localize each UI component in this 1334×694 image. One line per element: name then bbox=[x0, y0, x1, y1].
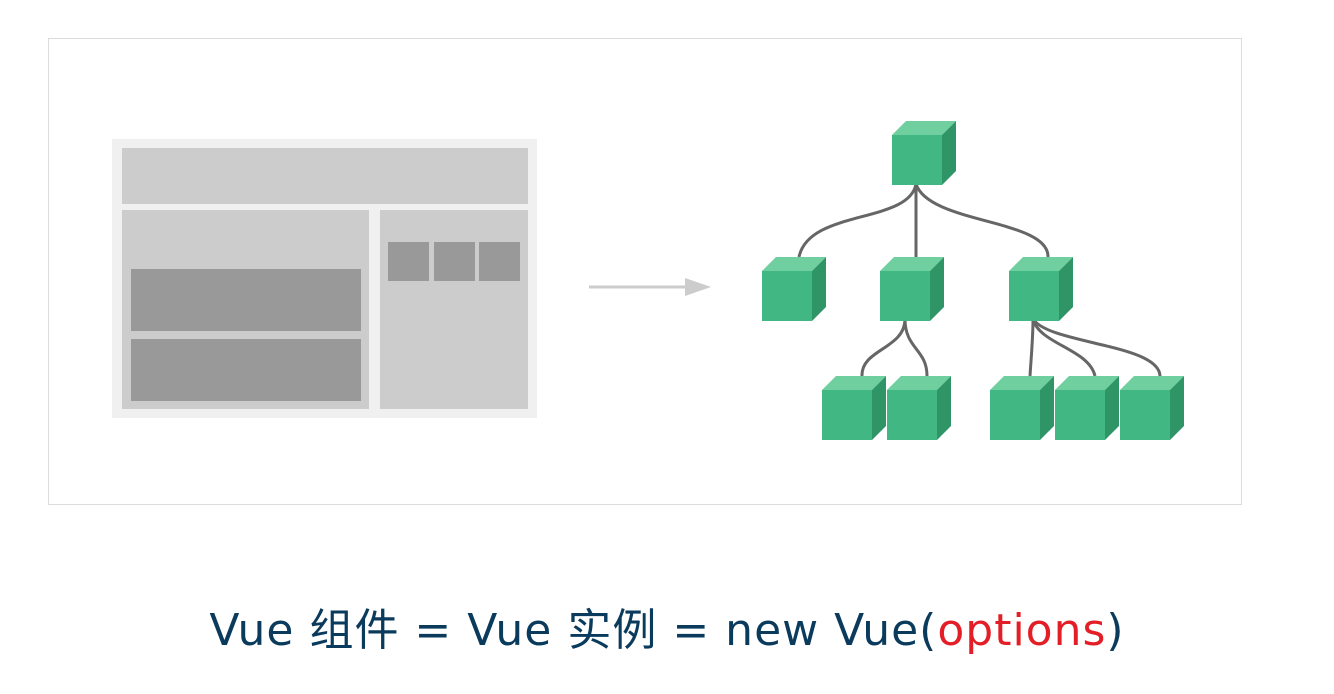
wireframe-sidebar-item-1 bbox=[388, 242, 429, 281]
connector-right-child-3 bbox=[1031, 318, 1162, 377]
cube-icon bbox=[887, 376, 951, 440]
tree-connectors bbox=[797, 183, 1162, 377]
wireframe-main-block-2 bbox=[131, 339, 361, 401]
right-arrow-icon bbox=[589, 278, 711, 296]
page-wireframe bbox=[112, 139, 537, 418]
component-diagram bbox=[48, 38, 1242, 505]
formula-caption: Vue 组件 = Vue 实例 = new Vue(options) bbox=[0, 594, 1334, 658]
cube-icon bbox=[1009, 257, 1073, 321]
connector-middle-child-2 bbox=[903, 318, 929, 377]
formula-suffix: ) bbox=[1106, 605, 1125, 656]
cube-icon bbox=[762, 257, 826, 321]
wireframe-sidebar bbox=[380, 210, 528, 409]
connector-right-child-1 bbox=[1028, 318, 1035, 377]
connector-right-child-2 bbox=[1031, 318, 1097, 377]
cube-icon bbox=[1120, 376, 1184, 440]
formula-highlight: options bbox=[937, 605, 1107, 656]
wireframe-sidebar-item-2 bbox=[434, 242, 475, 281]
connector-root-left bbox=[797, 183, 918, 258]
formula-prefix: Vue 组件 = Vue 实例 = new Vue( bbox=[209, 605, 938, 656]
cube-icon bbox=[880, 257, 944, 321]
cube-icon bbox=[990, 376, 1054, 440]
cube-icon bbox=[892, 121, 956, 185]
tree-cubes bbox=[762, 121, 1184, 440]
connector-root-right bbox=[914, 183, 1050, 258]
cube-icon bbox=[822, 376, 886, 440]
connector-middle-child-1 bbox=[860, 318, 907, 377]
wireframe-main-block-1 bbox=[131, 269, 361, 331]
wireframe-header bbox=[122, 148, 528, 204]
wireframe-sidebar-item-3 bbox=[479, 242, 520, 281]
diagram-svg bbox=[112, 121, 1184, 440]
cube-icon bbox=[1055, 376, 1119, 440]
